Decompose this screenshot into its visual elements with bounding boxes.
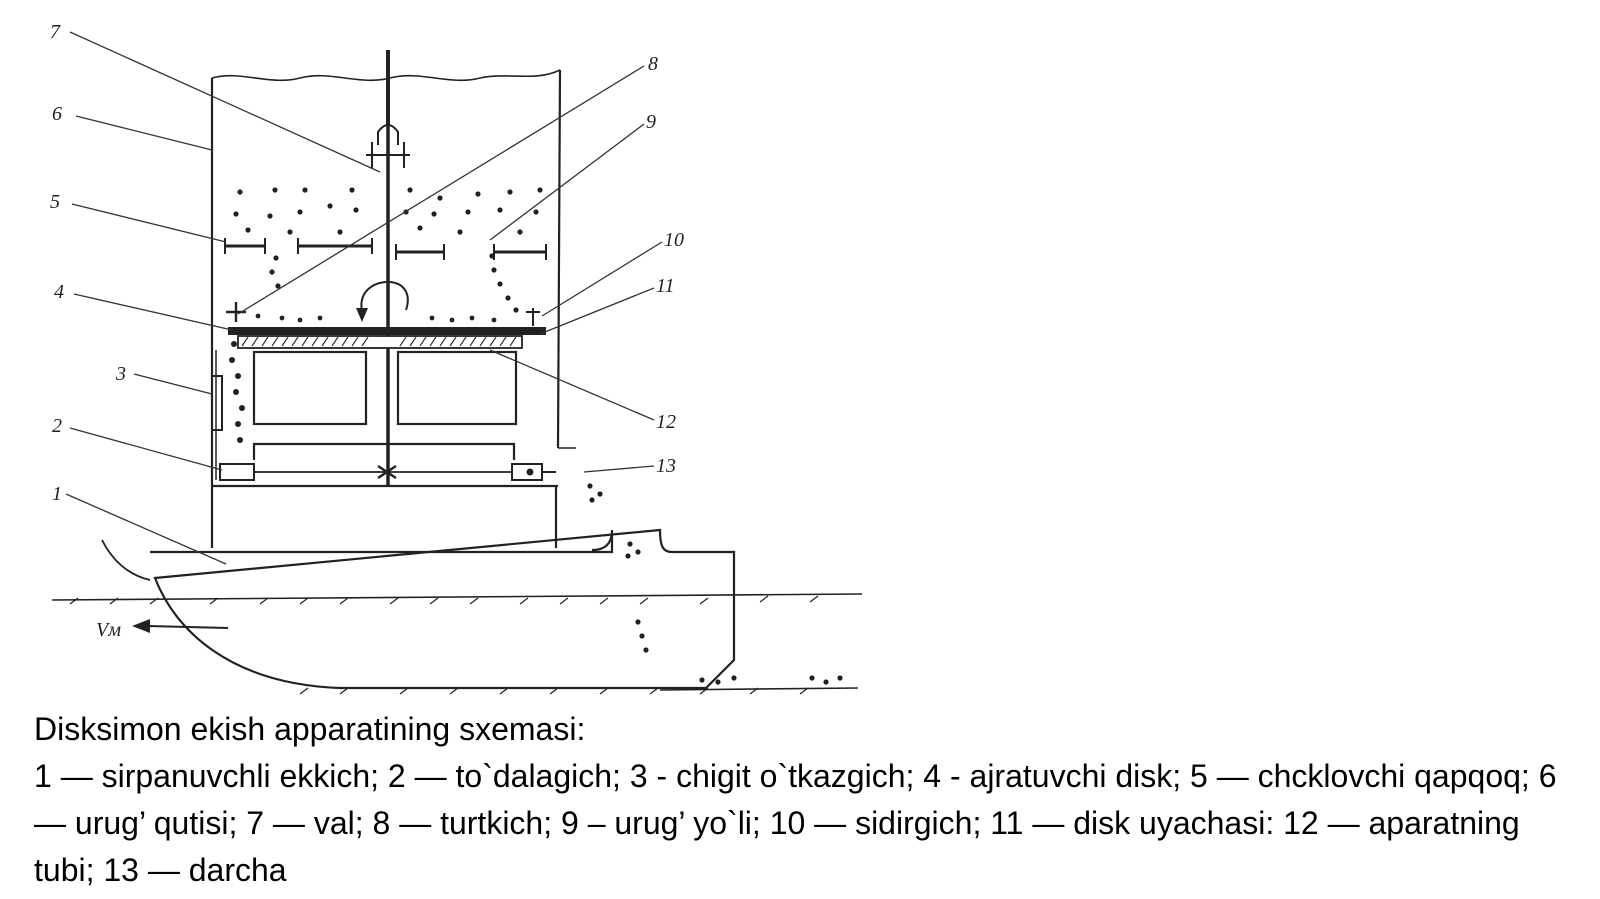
limiting-lids [224,238,547,260]
seed-box [210,69,576,548]
caption-title: Disksimon ekish apparatining sxemasi: [34,711,586,747]
callout-11: 11 [656,275,675,297]
callout-9: 9 [646,111,656,133]
falling-seeds [587,483,843,685]
figure-caption: Disksimon ekish apparatining sxemasi: 1 … [34,706,1574,894]
apparatus-bottom [215,350,518,480]
shaft-val [366,50,410,485]
callout-7: 7 [50,21,61,43]
callout-10: 10 [664,229,684,251]
callout-4: 4 [54,281,64,303]
callout-8: 8 [648,53,658,75]
seed-tube-chigit-otkazgich [211,341,245,443]
callout-6: 6 [52,103,62,125]
callout-numbers: 7 6 5 4 3 2 1 8 9 10 11 12 13 [50,21,684,505]
collector-todalagich [219,463,556,481]
callout-1: 1 [52,483,62,505]
callout-3: 3 [115,363,126,385]
callout-5: 5 [50,191,60,213]
soil-line [51,593,863,695]
callout-12: 12 [656,411,676,433]
callout-2: 2 [52,415,62,437]
pusher-turtkich [226,302,246,322]
velocity-arrow [132,619,229,633]
caption-legend: 1 — sirpanuvchli ekkich; 2 — to`dalagich… [34,758,1557,888]
leader-lines [65,31,663,565]
separating-disk [228,308,546,349]
velocity-label: Vм [96,619,121,641]
sliding-opener [101,528,736,690]
rotation-arrow [356,280,409,322]
callout-13: 13 [656,455,676,477]
